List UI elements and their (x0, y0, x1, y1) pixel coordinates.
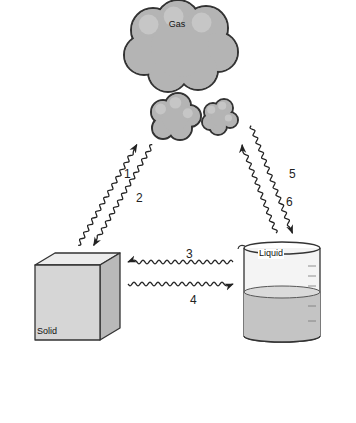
measure-tick (308, 276, 316, 277)
measure-tick (308, 306, 316, 307)
callout-number: 1 (124, 168, 131, 180)
cloud-puff (151, 93, 201, 140)
cloud-puff (202, 99, 238, 135)
callout-number: 6 (286, 196, 293, 208)
callout-number: 3 (186, 248, 193, 260)
phase-change-arrow (78, 145, 137, 246)
phase-change-arrow (128, 282, 233, 286)
callout-number: 5 (289, 168, 296, 180)
phase-change-arrow (250, 126, 292, 234)
callout-number: 4 (190, 294, 197, 306)
measure-tick (308, 286, 316, 287)
phase-change-arrow (242, 145, 277, 233)
beaker-wall (244, 248, 320, 342)
block-face (35, 265, 100, 340)
block-face (100, 253, 120, 340)
liquid-surface (244, 286, 320, 298)
liquid-body (244, 292, 320, 342)
measure-tick (308, 321, 316, 322)
beaker-spout (238, 245, 245, 249)
state-label: Liquid (258, 249, 284, 259)
liquid-beaker: Liquid (236, 236, 328, 348)
phase-change-arrow (128, 260, 233, 264)
measure-tick (308, 266, 316, 267)
cloud-puff (124, 0, 238, 92)
state-label: Solid (37, 327, 57, 337)
callout-number: 2 (136, 192, 143, 204)
state-label: Gas (118, 20, 236, 30)
gas-cloud: Gas (118, 0, 250, 142)
phase-change-arrow (94, 145, 153, 246)
solid-block: Solid (30, 248, 125, 343)
